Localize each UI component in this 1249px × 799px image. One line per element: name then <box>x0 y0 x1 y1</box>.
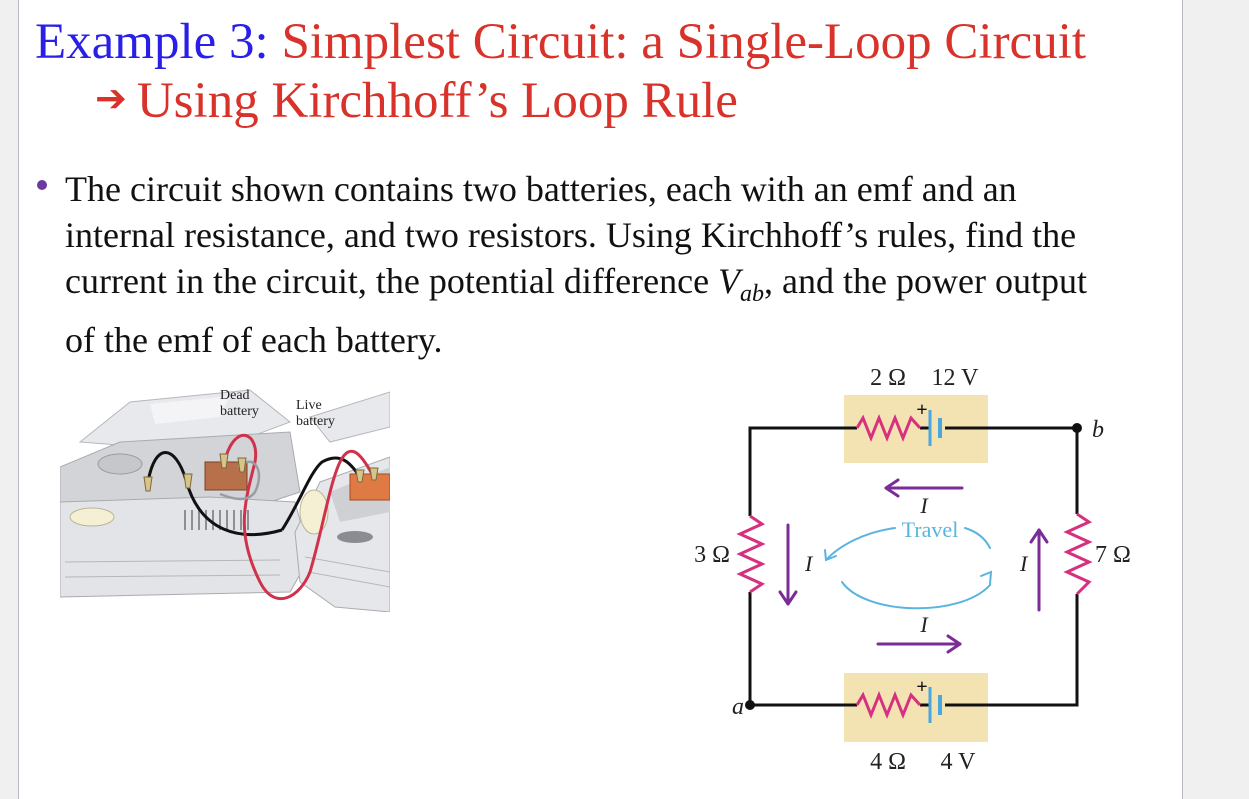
vab-subscript: ab <box>740 281 765 307</box>
top-current-label: I <box>919 493 929 518</box>
bottom-resistor <box>855 690 922 720</box>
bottom-left-wire <box>748 592 857 707</box>
bullet-icon <box>37 180 47 190</box>
grille <box>184 510 249 530</box>
hood-highlight <box>150 396 230 424</box>
resistors <box>736 413 1093 720</box>
right-resistor <box>1063 512 1093 596</box>
right-side-panel <box>1182 0 1249 799</box>
red-cable <box>223 434 374 601</box>
slide-title: Example 3: Simplest Circuit: a Single-Lo… <box>35 12 1086 72</box>
live-car-headlight <box>299 489 329 535</box>
black-cable <box>280 456 362 531</box>
travel-arc-top-left <box>825 527 896 561</box>
vab-symbol: Vab <box>718 261 764 307</box>
live-car-vent <box>337 531 373 543</box>
right-current-label: I <box>1019 551 1029 576</box>
travel-arc-top-right <box>964 527 991 549</box>
gray-cable <box>219 460 261 501</box>
top-current-arrowhead <box>884 478 900 498</box>
cars-drawing <box>59 389 391 613</box>
top-plus-sign: + <box>916 399 927 421</box>
travel-label: Travel <box>902 517 959 542</box>
title-main: Simplest Circuit: a Single-Loop Circuit <box>281 14 1087 70</box>
travel-arrowhead-right <box>980 570 993 585</box>
title-prefix: Example 3: <box>35 14 269 70</box>
paragraph-line: The circuit shown contains two batteries… <box>65 169 1017 209</box>
node-b-dot <box>1072 423 1082 433</box>
right-arrow-icon: ➔ <box>95 76 127 120</box>
problem-paragraph: The circuit shown contains two batteries… <box>65 166 1185 363</box>
bumper-line <box>64 574 281 578</box>
circuit-diagram: 2 Ω 12 V 4 Ω 4 V 3 Ω 7 Ω b a + + I I I I… <box>660 350 1140 790</box>
paragraph-line: current in the circuit, the potential di… <box>65 258 1185 317</box>
engine-part <box>97 453 143 475</box>
top-emf-label: 12 V <box>932 365 980 391</box>
current-arrows <box>778 478 1049 654</box>
top-resistor <box>855 413 922 443</box>
node-a-dot <box>745 700 755 710</box>
travel-arrowhead-left <box>824 549 837 562</box>
bumper-line <box>307 571 391 588</box>
top-left-wire <box>748 426 857 516</box>
slide: Example 3: Simplest Circuit: a Single-Lo… <box>19 0 1182 799</box>
right-current-arrowhead <box>1029 528 1049 544</box>
slide-subtitle: ➔Using Kirchhoff’s Loop Rule <box>95 68 738 131</box>
subtitle-text: Using Kirchhoff’s Loop Rule <box>136 73 738 129</box>
node-a-label: a <box>732 694 744 720</box>
left-resistor-label: 3 Ω <box>694 542 730 568</box>
bottom-current-label: I <box>919 612 929 637</box>
left-gutter <box>0 0 19 799</box>
vab-v: V <box>718 261 741 301</box>
top-resistance-label: 2 Ω <box>870 365 906 391</box>
travel-arc-bottom <box>841 581 991 610</box>
node-b-label: b <box>1092 417 1104 443</box>
jump-start-illustration: Dead battery Live battery <box>59 382 391 613</box>
dead-battery-label: Dead battery <box>220 388 259 420</box>
dead-car-headlight <box>69 507 115 527</box>
bottom-emf-label: 4 V <box>941 749 977 775</box>
left-resistor <box>736 514 766 594</box>
circuit-svg: 2 Ω 12 V 4 Ω 4 V 3 Ω 7 Ω b a + + I I I I… <box>694 365 1131 775</box>
paragraph-line: internal resistance, and two resistors. … <box>65 215 1077 255</box>
bottom-resistance-label: 4 Ω <box>870 749 906 775</box>
dead-label-line: Dead <box>220 388 250 403</box>
wires <box>748 426 1079 707</box>
live-battery <box>349 473 391 501</box>
left-current-label: I <box>804 551 814 576</box>
line3-before: current in the circuit, the potential di… <box>65 261 719 301</box>
dead-label-line: battery <box>220 404 259 419</box>
live-label-line: battery <box>296 414 335 429</box>
left-current-arrowhead <box>778 590 798 606</box>
bottom-plus-sign: + <box>916 676 927 698</box>
travel-loop <box>824 527 993 610</box>
live-label-line: Live <box>296 398 322 413</box>
live-battery-label: Live battery <box>296 398 335 430</box>
bottom-right-wire <box>945 594 1079 707</box>
bumper-line <box>304 556 391 573</box>
bottom-current-arrowhead <box>946 634 962 654</box>
battery-plates <box>928 410 942 723</box>
right-resistor-label: 7 Ω <box>1095 542 1131 568</box>
bumper-line <box>64 559 281 563</box>
line3-after: , and the power output <box>764 261 1087 301</box>
cable-clamps <box>143 453 379 492</box>
paragraph-line: of the emf of each battery. <box>65 320 443 360</box>
